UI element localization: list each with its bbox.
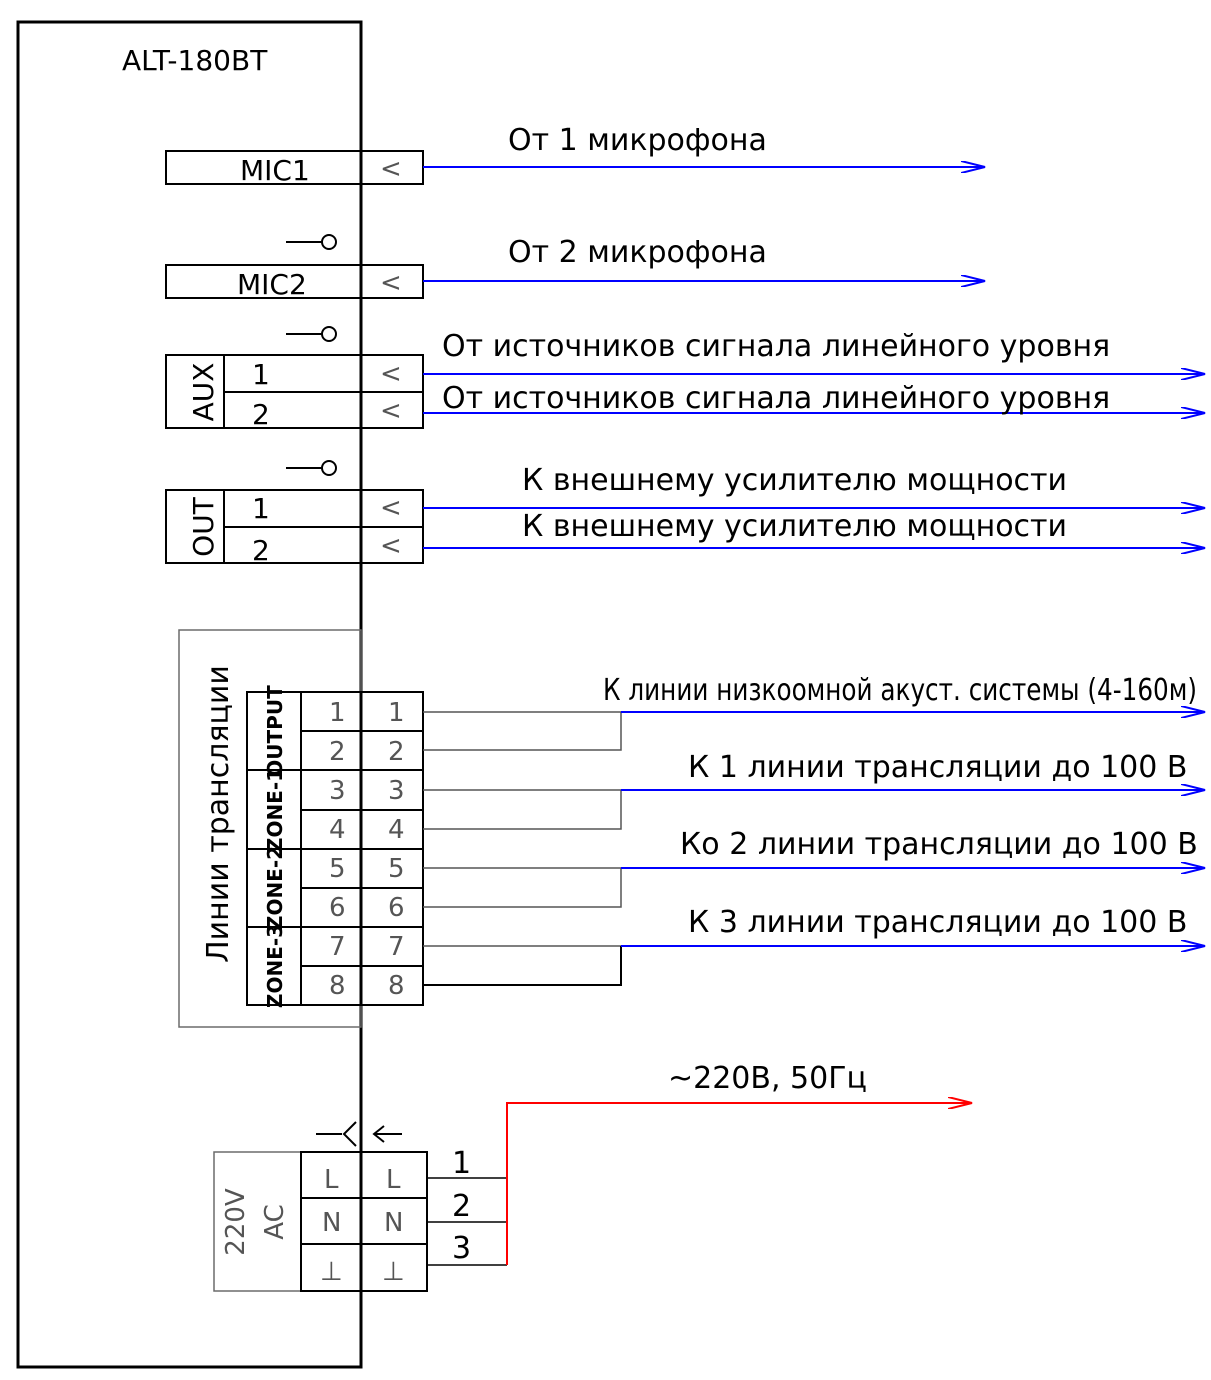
pin-4-outer: 4 bbox=[388, 815, 405, 845]
power-feed-wire bbox=[506, 1103, 972, 1265]
aux-ch1-plug-symbol: < bbox=[380, 359, 402, 389]
out-ch1-plug-symbol: < bbox=[380, 493, 402, 523]
pin-6-inner: 6 bbox=[329, 893, 346, 923]
out-ch2-label: 2 bbox=[252, 534, 270, 567]
power-wire-3-label: 3 bbox=[452, 1231, 471, 1266]
mic2-input: MIC2 < От 2 микрофона bbox=[165, 234, 985, 301]
out-wire-1-label: К внешнему усилителю мощности bbox=[522, 463, 1067, 498]
broadcast-line-zone1-label: К 1 линии трансляции до 100 В bbox=[688, 750, 1187, 785]
power-feed-label: ~220В, 50Гц bbox=[668, 1061, 867, 1096]
device-model: ALT-180BT bbox=[122, 44, 268, 77]
out-ch2-plug-symbol: < bbox=[380, 531, 402, 561]
power-terminal-l-inner: L bbox=[324, 1165, 339, 1195]
group-zone1-label: ZONE-1 bbox=[263, 768, 287, 852]
mic1-plug-symbol: < bbox=[380, 154, 402, 184]
pin-1-inner: 1 bbox=[329, 698, 346, 728]
group-output-label: OUTPUT bbox=[263, 685, 287, 777]
aux-ch1-label: 1 bbox=[252, 358, 270, 391]
broadcast-block: Линии трансляции OUTPUT ZONE-1 ZONE-2 ZO… bbox=[178, 629, 1205, 1028]
aux-wire-1-label: От источников сигнала линейного уровня bbox=[442, 329, 1110, 364]
pin-3-outer: 3 bbox=[388, 776, 405, 806]
aux-label: AUX bbox=[187, 363, 220, 422]
pin-1-outer: 1 bbox=[388, 698, 405, 728]
pin-8-inner: 8 bbox=[329, 971, 346, 1001]
power-terminal-ground-inner: ⊥ bbox=[320, 1257, 343, 1287]
mic1-wire-label: От 1 микрофона bbox=[508, 123, 767, 158]
broadcast-title: Линии трансляции bbox=[201, 665, 236, 963]
group-zone2-label: ZONE-2 bbox=[263, 846, 287, 930]
out-connector: OUT 1 2 < < К внешнему усилителю мощност… bbox=[165, 460, 1205, 567]
switch-icon bbox=[286, 460, 337, 476]
power-terminal-n-inner: N bbox=[322, 1208, 341, 1238]
plug-socket-icon bbox=[316, 1121, 402, 1147]
out-ch1-label: 1 bbox=[252, 492, 270, 525]
power-terminal-l-outer: L bbox=[386, 1165, 401, 1195]
aux-ch2-label: 2 bbox=[252, 398, 270, 431]
power-input: 220V AC L N ⊥ L N ⊥ 1 2 3 ~220В, 50Гц bbox=[213, 1061, 972, 1292]
pin-6-outer: 6 bbox=[388, 893, 405, 923]
mic2-label: MIC2 bbox=[237, 268, 307, 301]
broadcast-line-zone2-label: Ко 2 линии трансляции до 100 В bbox=[680, 827, 1198, 862]
switch-icon bbox=[286, 326, 337, 342]
broadcast-line-zone3-label: К 3 линии трансляции до 100 В bbox=[688, 905, 1187, 940]
pin-3-inner: 3 bbox=[329, 776, 346, 806]
pin-2-outer: 2 bbox=[388, 737, 405, 767]
pin-7-inner: 7 bbox=[329, 932, 346, 962]
power-terminal-n-outer: N bbox=[384, 1208, 403, 1238]
mic1-input: MIC1 < От 1 микрофона bbox=[165, 123, 985, 187]
mic2-plug-symbol: < bbox=[380, 268, 402, 298]
aux-input: AUX 1 2 < < От источников сигнала линейн… bbox=[165, 326, 1205, 431]
power-wire-2-label: 2 bbox=[452, 1189, 471, 1224]
mic1-label: MIC1 bbox=[240, 154, 310, 187]
pin-8-outer: 8 bbox=[388, 971, 405, 1001]
pin-7-outer: 7 bbox=[388, 932, 405, 962]
pin-5-outer: 5 bbox=[388, 854, 405, 884]
device-body bbox=[16, 20, 363, 1369]
out-label: OUT bbox=[187, 496, 220, 557]
out-wire-2-label: К внешнему усилителю мощности bbox=[522, 509, 1067, 544]
group-zone3-label: ZONE-3 bbox=[263, 924, 287, 1008]
pin-2-inner: 2 bbox=[329, 737, 346, 767]
power-ac-label: AC bbox=[260, 1204, 290, 1239]
mic2-wire-label: От 2 микрофона bbox=[508, 235, 767, 270]
pin-5-inner: 5 bbox=[329, 854, 346, 884]
broadcast-line-output-label: К линии низкоомной акуст. системы (4-160… bbox=[603, 673, 1197, 708]
power-wire-1-label: 1 bbox=[452, 1146, 471, 1181]
power-voltage-label: 220V bbox=[221, 1188, 251, 1256]
switch-icon bbox=[286, 234, 337, 250]
pin-4-inner: 4 bbox=[329, 815, 346, 845]
aux-ch2-plug-symbol: < bbox=[380, 396, 402, 426]
power-terminal-ground-outer: ⊥ bbox=[382, 1257, 405, 1287]
aux-wire-2-label: От источников сигнала линейного уровня bbox=[442, 381, 1110, 416]
